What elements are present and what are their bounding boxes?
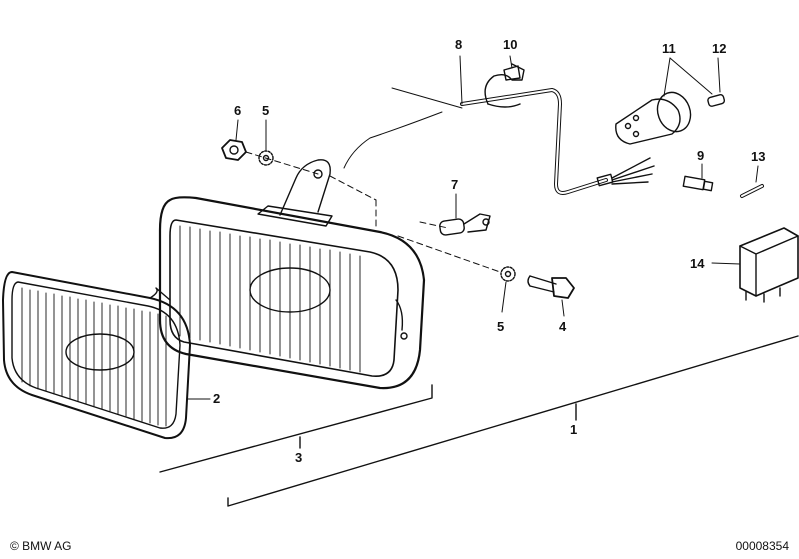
cable-clip <box>484 63 525 108</box>
callout-2: 2 <box>213 391 221 406</box>
assembly-lines <box>245 151 501 273</box>
relay <box>739 227 799 303</box>
nut <box>221 139 247 161</box>
callout-10: 10 <box>503 37 518 52</box>
callout-13: 13 <box>751 149 766 164</box>
copyright-label: © BMW AG <box>10 539 72 553</box>
washer-lower <box>500 266 516 282</box>
document-number: 00008354 <box>735 539 789 553</box>
callout-8: 8 <box>455 37 463 52</box>
callout-1: 1 <box>570 422 578 437</box>
callout-7: 7 <box>451 177 459 192</box>
washer-upper <box>258 150 274 166</box>
callout-9: 9 <box>697 148 705 163</box>
callout-4: 4 <box>559 319 567 334</box>
small-bulb <box>707 94 726 107</box>
callout-12: 12 <box>712 41 727 56</box>
front-lens <box>2 271 191 440</box>
callout-14: 14 <box>690 256 705 271</box>
callout-11: 11 <box>662 41 676 56</box>
assembly-bracket-1 <box>227 335 799 507</box>
callout-5-lower: 5 <box>497 319 505 334</box>
callout-3: 3 <box>295 450 303 465</box>
callout-5-upper: 5 <box>262 103 270 118</box>
fuse <box>740 184 764 198</box>
screw <box>527 275 575 299</box>
connector <box>682 175 714 192</box>
wiring-harness <box>343 87 655 195</box>
callout-6: 6 <box>234 103 242 118</box>
assembly-bracket-3 <box>159 384 433 473</box>
bulb <box>439 213 491 236</box>
mounting-bracket <box>257 159 333 227</box>
socket <box>615 91 692 145</box>
fog-lamp-housing <box>158 196 426 390</box>
leader-lines <box>187 55 759 400</box>
